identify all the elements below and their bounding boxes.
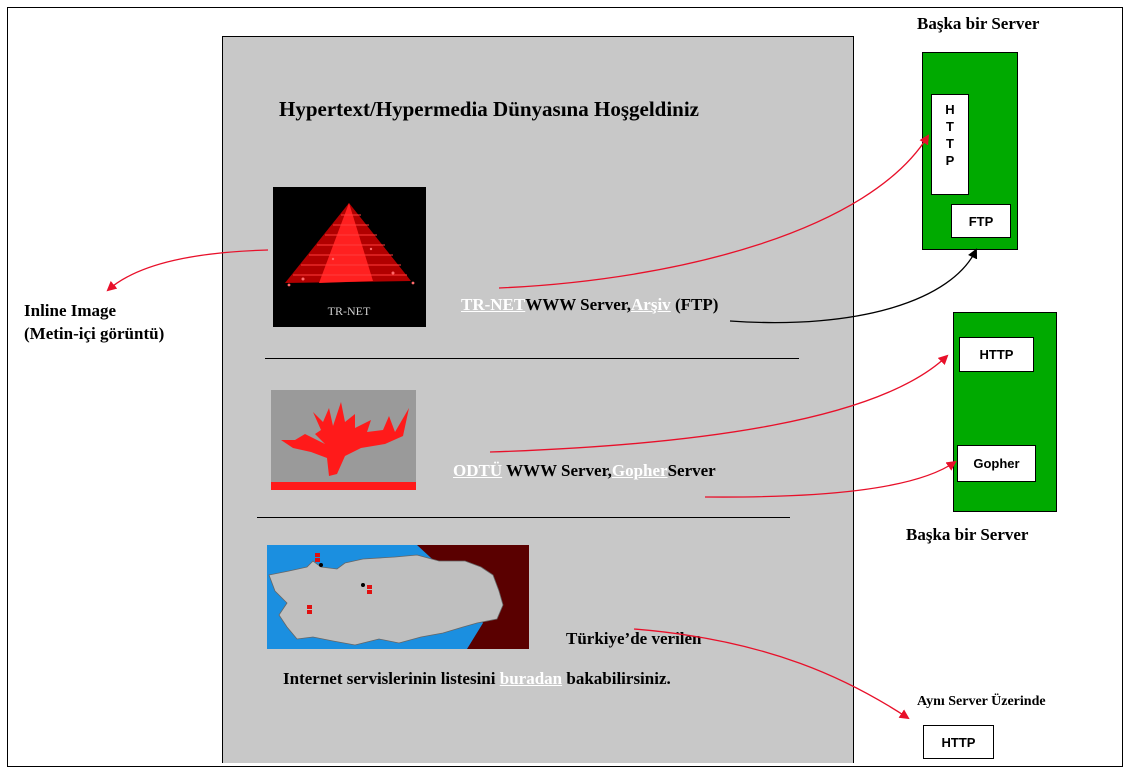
divider-1 bbox=[265, 358, 799, 359]
inline-image-label: Inline Image bbox=[24, 301, 117, 320]
row3-line2: Internet servislerinin listesini buradan… bbox=[283, 669, 671, 688]
buradan-link[interactable]: buradan bbox=[499, 669, 563, 688]
inline-image-sublabel: (Metin-içi görüntü) bbox=[24, 324, 165, 343]
server-top-http-box: H T T P bbox=[931, 94, 969, 195]
tr-net-link[interactable]: TR-NET bbox=[461, 295, 526, 314]
server-bottom-http-box: HTTP bbox=[959, 337, 1034, 372]
tr-net-pyramid-image[interactable]: TR-NET bbox=[273, 187, 426, 327]
server-top-title: Başka bir Server bbox=[917, 14, 1040, 33]
hypertext-page: Hypertext/Hypermedia Dünyasına Hoşgeldin… bbox=[222, 36, 854, 763]
gopher-link[interactable]: Gopher bbox=[611, 461, 668, 480]
server-bottom-gopher-box: Gopher bbox=[957, 445, 1036, 482]
server-top-ftp-box: FTP bbox=[951, 204, 1011, 238]
row1-text: TR-NETWWW Server,Arşiv (FTP) bbox=[461, 295, 719, 314]
arsiv-link[interactable]: Arşiv bbox=[631, 295, 671, 314]
row2-text: ODTÜ WWW Server,GopherServer bbox=[453, 461, 716, 480]
server-bottom-title: Başka bir Server bbox=[906, 525, 1029, 544]
same-server-title: Aynı Server Üzerinde bbox=[917, 694, 1046, 709]
same-server-http-box: HTTP bbox=[923, 725, 994, 759]
divider-2 bbox=[257, 517, 790, 518]
turkey-map-image[interactable] bbox=[267, 545, 529, 649]
odtu-image[interactable] bbox=[271, 390, 416, 490]
row3-line1: Türkiye’de verilen bbox=[566, 629, 702, 648]
tr-net-image-caption: TR-NET bbox=[328, 304, 371, 318]
page-title: Hypertext/Hypermedia Dünyasına Hoşgeldin… bbox=[279, 97, 699, 121]
odtu-link[interactable]: ODTÜ bbox=[453, 461, 503, 480]
